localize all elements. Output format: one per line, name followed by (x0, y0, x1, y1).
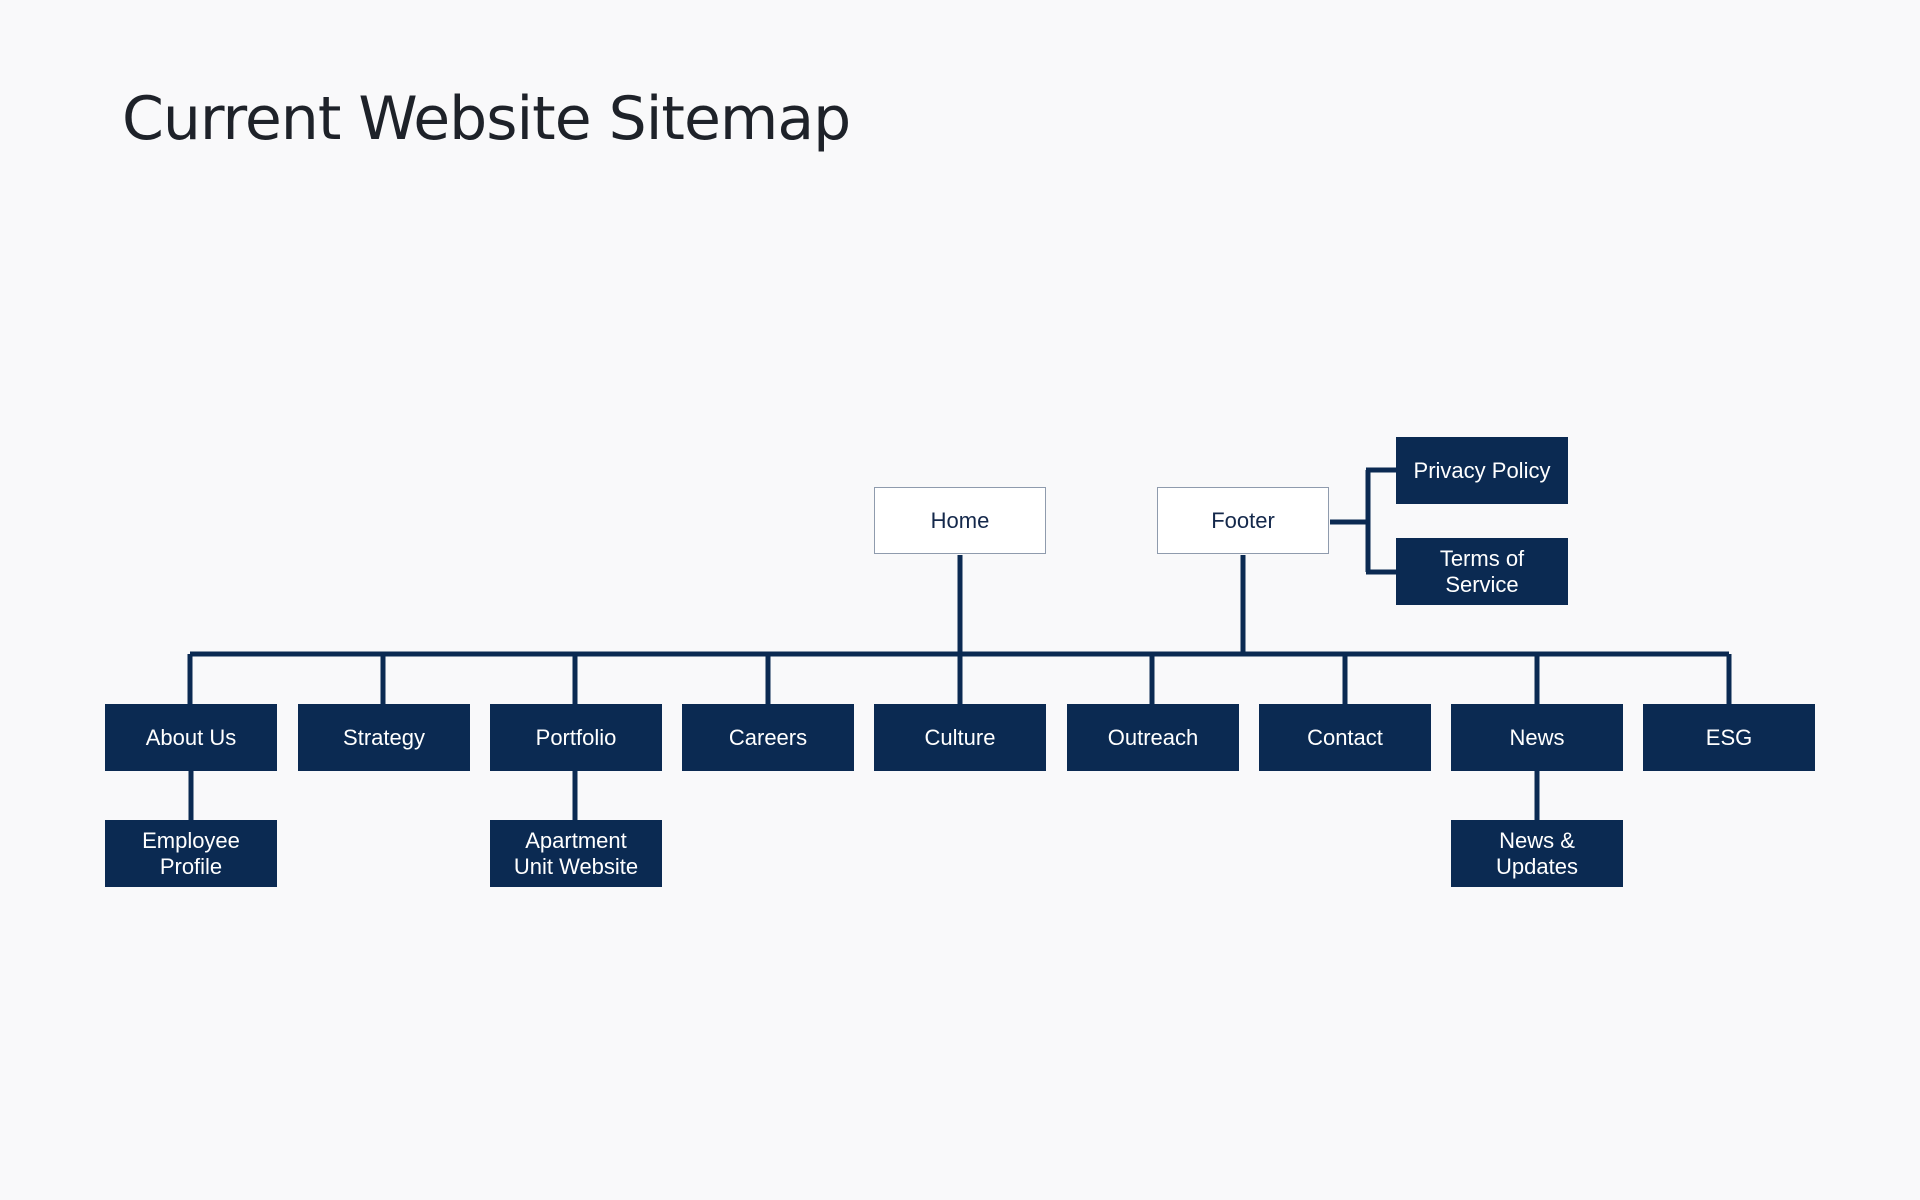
footer-node: Footer (1157, 487, 1329, 554)
careers-node: Careers (682, 704, 854, 771)
home-node: Home (874, 487, 1046, 554)
footer-links-connector (1330, 467, 1396, 575)
culture-node: Culture (874, 704, 1046, 771)
contact-node: Contact (1259, 704, 1431, 771)
apartment-unit-website-node: Apartment Unit Website (490, 820, 662, 887)
terms-of-service-node: Terms of Service (1396, 538, 1568, 605)
outreach-node: Outreach (1067, 704, 1239, 771)
strategy-node: Strategy (298, 704, 470, 771)
esg-node: ESG (1643, 704, 1815, 771)
employee-profile-node: Employee Profile (105, 820, 277, 887)
privacy-policy-node: Privacy Policy (1396, 437, 1568, 504)
page-title: Current Website Sitemap (122, 84, 851, 154)
about-us-node: About Us (105, 704, 277, 771)
news-updates-node: News & Updates (1451, 820, 1623, 887)
news-node: News (1451, 704, 1623, 771)
portfolio-node: Portfolio (490, 704, 662, 771)
